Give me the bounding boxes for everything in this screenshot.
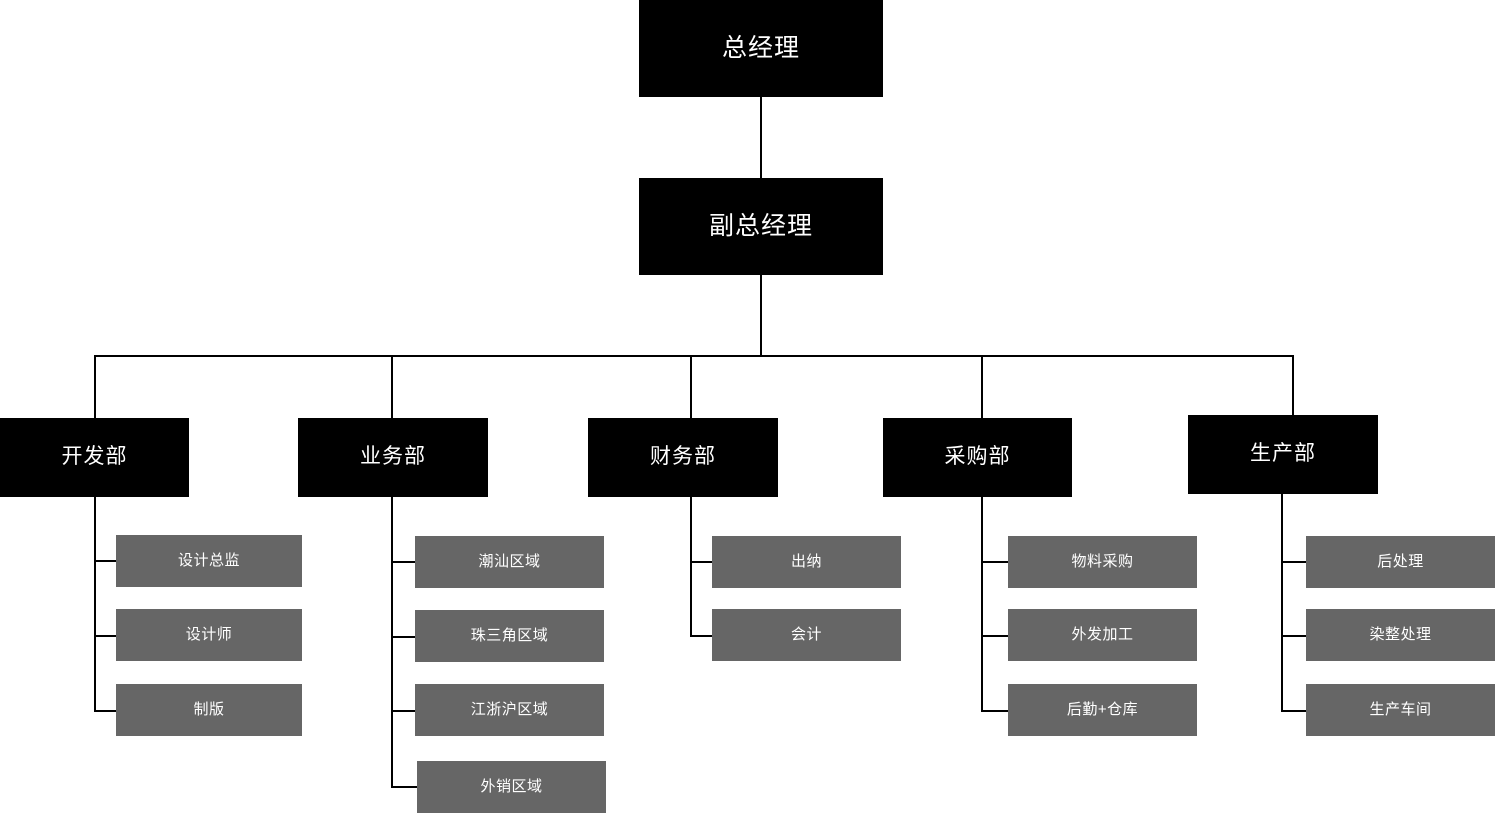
- node-leaf-production-workshop[interactable]: 生产车间: [1306, 684, 1495, 736]
- connector-bus-to-finance: [690, 355, 692, 418]
- node-leaf-dyeing-finishing[interactable]: 染整处理: [1306, 609, 1495, 661]
- connector-rail-development: [94, 497, 96, 712]
- node-leaf-accountant[interactable]: 会计: [712, 609, 901, 661]
- connector-rail-finance: [690, 497, 692, 637]
- connector-stub-outsourced-processing: [981, 635, 1009, 637]
- node-leaf-outsourced-processing[interactable]: 外发加工: [1008, 609, 1197, 661]
- connector-bus-to-purchasing: [981, 355, 983, 418]
- node-leaf-chaoshan-region[interactable]: 潮汕区域: [415, 536, 604, 588]
- connector-bus-to-production: [1292, 355, 1294, 418]
- connector-bus-to-business: [391, 355, 393, 418]
- node-general-manager[interactable]: 总经理: [639, 0, 883, 97]
- connector-stub-jiangzhehu: [391, 710, 416, 712]
- node-leaf-jiangzhehu-region[interactable]: 江浙沪区域: [415, 684, 604, 736]
- node-leaf-post-processing[interactable]: 后处理: [1306, 536, 1495, 588]
- connector-rail-purchasing: [981, 497, 983, 712]
- connector-stub-designer: [94, 635, 117, 637]
- node-leaf-material-procurement[interactable]: 物料采购: [1008, 536, 1197, 588]
- connector-stub-cashier: [690, 561, 713, 563]
- node-leaf-cashier[interactable]: 出纳: [712, 536, 901, 588]
- node-leaf-pattern-making[interactable]: 制版: [116, 684, 302, 736]
- node-department-production[interactable]: 生产部: [1188, 415, 1378, 494]
- connector-stub-design-director: [94, 560, 117, 562]
- node-leaf-pearl-river-delta-region[interactable]: 珠三角区域: [415, 610, 604, 662]
- node-deputy-general-manager[interactable]: 副总经理: [639, 178, 883, 275]
- connector-rail-production: [1281, 494, 1283, 712]
- node-leaf-design-director[interactable]: 设计总监: [116, 535, 302, 587]
- connector-stub-material-procurement: [981, 561, 1009, 563]
- connector-deputy-drop: [760, 275, 762, 356]
- node-department-purchasing[interactable]: 采购部: [883, 418, 1072, 497]
- connector-stub-pattern-making: [94, 710, 117, 712]
- connector-bus-to-dev: [94, 355, 96, 418]
- node-department-development[interactable]: 开发部: [0, 418, 189, 497]
- node-leaf-export-region[interactable]: 外销区域: [417, 761, 606, 813]
- connector-rail-business: [391, 497, 393, 787]
- connector-stub-production-workshop: [1281, 710, 1307, 712]
- connector-stub-pearl-river-delta: [391, 636, 416, 638]
- connector-stub-export: [391, 786, 418, 788]
- connector-stub-dyeing-finishing: [1281, 635, 1307, 637]
- node-department-finance[interactable]: 财务部: [588, 418, 778, 497]
- node-leaf-designer[interactable]: 设计师: [116, 609, 302, 661]
- connector-stub-logistics-warehouse: [981, 710, 1009, 712]
- node-leaf-logistics-warehouse[interactable]: 后勤+仓库: [1008, 684, 1197, 736]
- node-department-business[interactable]: 业务部: [298, 418, 488, 497]
- connector-stub-chaoshan: [391, 561, 416, 563]
- connector-gm-to-deputy: [760, 97, 762, 178]
- connector-stub-accountant: [690, 635, 713, 637]
- connector-stub-post-processing: [1281, 561, 1307, 563]
- connector-department-bus: [94, 355, 1294, 357]
